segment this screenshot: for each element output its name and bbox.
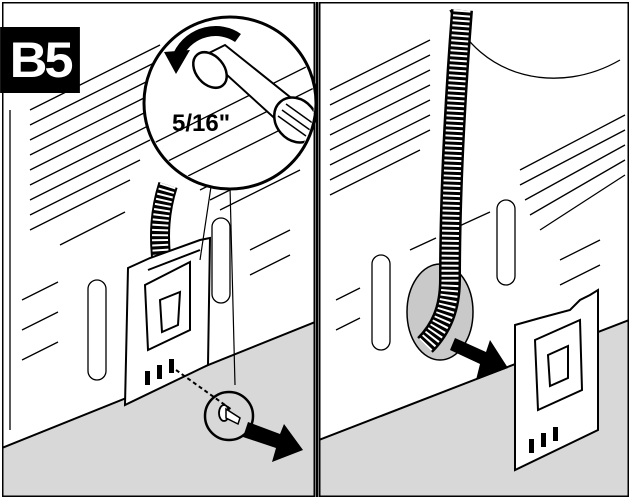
right-panel (319, 2, 629, 497)
step-badge: B5 (0, 27, 80, 93)
nut-driver-size-label: 5/16" (172, 110, 230, 138)
